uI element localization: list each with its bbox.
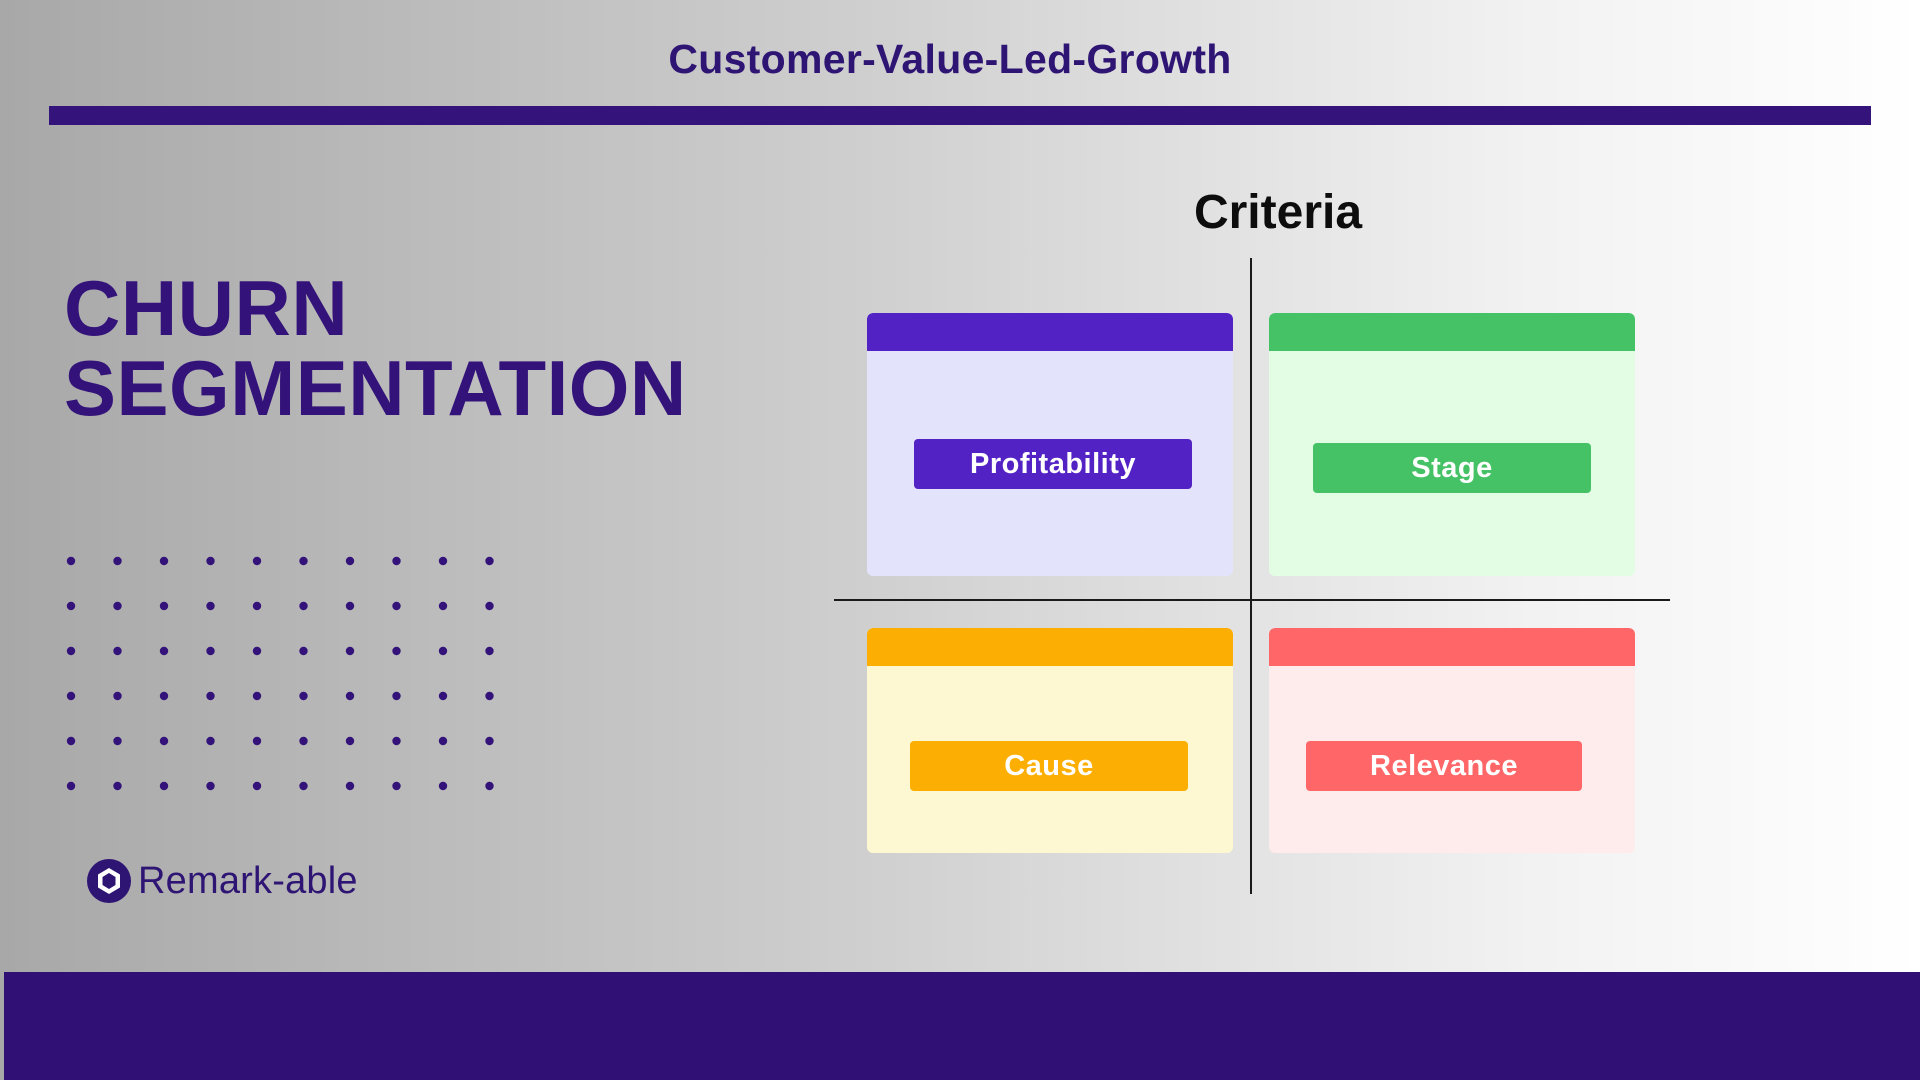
- quadrant-header-bar: [1269, 628, 1635, 666]
- quadrant-header-bar: [867, 628, 1233, 666]
- decor-dot: [345, 601, 355, 611]
- decor-dot: [299, 691, 308, 701]
- decor-dot: [345, 556, 355, 566]
- decor-dot: [392, 601, 401, 611]
- quadrant-card-profitability: Profitability: [867, 313, 1233, 576]
- decor-dot: [113, 601, 122, 611]
- decor-dot: [299, 601, 308, 611]
- decor-dot: [438, 646, 448, 656]
- decor-dot: [206, 646, 215, 656]
- decor-dot: [159, 736, 169, 746]
- decor-dot: [66, 646, 76, 656]
- dot-grid-decoration: [66, 556, 494, 791]
- decor-dot: [113, 691, 122, 701]
- decor-dot: [66, 781, 76, 791]
- decor-dot: [66, 601, 76, 611]
- quadrant-header-bar: [1269, 313, 1635, 351]
- decor-dot: [485, 736, 494, 746]
- decor-dot: [345, 691, 355, 701]
- decor-dot: [392, 736, 401, 746]
- decor-dot: [485, 601, 494, 611]
- decor-dot: [485, 691, 494, 701]
- decor-dot: [485, 556, 494, 566]
- slide-title: Customer-Value-Led-Growth: [668, 36, 1232, 82]
- quadrant-card-stage: Stage: [1269, 313, 1635, 576]
- decor-dot: [159, 781, 169, 791]
- decor-dot: [438, 691, 448, 701]
- decor-dot: [438, 556, 448, 566]
- decor-dot: [159, 601, 169, 611]
- decor-dot: [299, 781, 308, 791]
- decor-dot: [206, 691, 215, 701]
- decor-dot: [206, 556, 215, 566]
- decor-dot: [345, 781, 355, 791]
- decor-dot: [159, 556, 169, 566]
- decor-dot: [345, 646, 355, 656]
- footer-band: [4, 972, 1920, 1080]
- quadrant-label-relevance: Relevance: [1306, 741, 1582, 791]
- decor-dot: [159, 646, 169, 656]
- decor-dot: [66, 556, 76, 566]
- decor-dot: [206, 781, 215, 791]
- decor-dot: [485, 646, 494, 656]
- decor-dot: [345, 736, 355, 746]
- main-heading: CHURN SEGMENTATION: [64, 268, 687, 428]
- decor-dot: [206, 736, 215, 746]
- quadrant-card-relevance: Relevance: [1269, 628, 1635, 853]
- criteria-title: Criteria: [1193, 186, 1363, 239]
- decor-dot: [113, 646, 122, 656]
- decor-dot: [252, 691, 262, 701]
- quadrant-card-cause: Cause: [867, 628, 1233, 853]
- hexagon-ring-logo-icon: [87, 859, 131, 903]
- decor-dot: [299, 556, 308, 566]
- decor-dot: [66, 691, 76, 701]
- decor-dot: [252, 781, 262, 791]
- quadrant-header-bar: [867, 313, 1233, 351]
- heading-line-1: CHURN: [64, 264, 349, 352]
- decor-dot: [392, 781, 401, 791]
- quadrant-label-stage: Stage: [1313, 443, 1591, 493]
- decor-dot: [252, 601, 262, 611]
- decor-dot: [438, 601, 448, 611]
- brand-logo: Remark-able: [86, 858, 358, 904]
- decor-dot: [252, 736, 262, 746]
- decor-dot: [392, 556, 401, 566]
- decor-dot: [438, 781, 448, 791]
- decor-dot: [485, 781, 494, 791]
- decor-dot: [206, 601, 215, 611]
- title-divider: [49, 106, 1871, 125]
- brand-name: Remark-able: [138, 859, 358, 902]
- quadrant-label-cause: Cause: [910, 741, 1188, 791]
- heading-line-2: SEGMENTATION: [64, 344, 687, 432]
- decor-dot: [113, 781, 122, 791]
- decor-dot: [392, 691, 401, 701]
- decor-dot: [113, 556, 122, 566]
- decor-dot: [299, 646, 308, 656]
- decor-dot: [392, 646, 401, 656]
- decor-dot: [66, 736, 76, 746]
- horizontal-axis: [834, 599, 1670, 601]
- vertical-axis: [1250, 258, 1252, 894]
- decor-dot: [159, 691, 169, 701]
- decor-dot: [438, 736, 448, 746]
- quadrant-label-profitability: Profitability: [914, 439, 1192, 489]
- decor-dot: [299, 736, 308, 746]
- decor-dot: [252, 646, 262, 656]
- decor-dot: [252, 556, 262, 566]
- decor-dot: [113, 736, 122, 746]
